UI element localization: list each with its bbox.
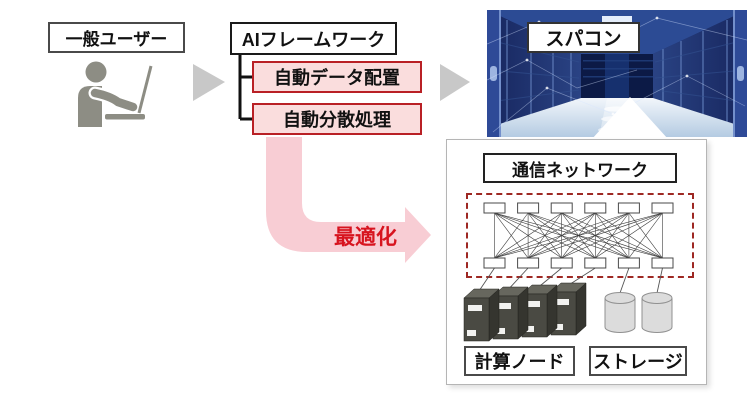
ai-framework-box: AIフレームワーク xyxy=(230,22,397,55)
switch-node-top xyxy=(617,202,640,214)
compute-label: 計算ノード xyxy=(474,352,565,372)
switch-node-top xyxy=(483,202,506,214)
supercomputer-label: スパコン xyxy=(545,29,622,50)
feature-auto-dist-box: 自動分散処理 xyxy=(252,103,422,135)
switch-node-bottom xyxy=(584,257,607,269)
feature-auto-dist-label: 自動分散処理 xyxy=(283,110,391,130)
switch-link-line xyxy=(595,212,663,259)
ai-framework-label: AIフレームワーク xyxy=(241,29,386,50)
switch-node-top xyxy=(651,202,674,214)
compute-label-box: 計算ノード xyxy=(464,346,575,376)
device-link-line xyxy=(656,267,663,294)
switch-node-top xyxy=(550,202,573,214)
switch-link-line xyxy=(494,212,596,259)
topology-dashed-frame xyxy=(466,193,694,278)
server-slot xyxy=(526,301,540,307)
user-label: 一般ユーザー xyxy=(65,30,168,49)
storage-cylinder-icon xyxy=(641,292,673,304)
detail-panel: 通信ネットワーク 計算ノード ストレージ xyxy=(446,139,707,385)
switch-node-top xyxy=(584,202,607,214)
user-label-box: 一般ユーザー xyxy=(48,22,185,53)
server-slot xyxy=(525,326,534,332)
server-slot xyxy=(554,324,563,330)
switch-link-line xyxy=(494,212,529,259)
storage-cylinder-icon xyxy=(604,292,636,304)
storage-label-box: ストレージ xyxy=(589,346,687,376)
switch-link-line xyxy=(494,212,629,259)
person-laptop-icon xyxy=(78,61,153,127)
server-slot xyxy=(468,305,482,311)
server-slot xyxy=(467,330,476,336)
server-slot xyxy=(496,328,505,334)
flow-arrow-icon-1 xyxy=(193,64,225,101)
flow-arrow-icon-2 xyxy=(440,64,470,101)
network-label: 通信ネットワーク xyxy=(512,160,648,180)
server-slot xyxy=(555,299,569,305)
switch-node-bottom xyxy=(651,257,674,269)
switch-link-line xyxy=(528,212,663,259)
switch-node-bottom xyxy=(617,257,640,269)
switch-link-line xyxy=(561,212,663,259)
feature-auto-data-label: 自動データ配置 xyxy=(274,68,400,88)
storage-label: ストレージ xyxy=(593,352,683,372)
switch-link-line xyxy=(494,212,663,259)
switch-node-top xyxy=(517,202,540,214)
topology-diagram xyxy=(463,202,674,342)
tree-connector xyxy=(238,55,252,121)
device-link-line xyxy=(619,267,630,294)
optimization-label: 最適化 xyxy=(334,226,397,249)
switch-node-bottom xyxy=(517,257,540,269)
switch-node-bottom xyxy=(550,257,573,269)
switch-link-line xyxy=(494,212,562,259)
server-slot xyxy=(497,303,511,309)
switch-node-bottom xyxy=(483,257,506,269)
supercomputer-label-box: スパコン xyxy=(527,22,640,53)
network-label-box: 通信ネットワーク xyxy=(483,153,677,183)
switch-link-line xyxy=(628,212,663,259)
feature-auto-data-box: 自動データ配置 xyxy=(252,61,422,93)
